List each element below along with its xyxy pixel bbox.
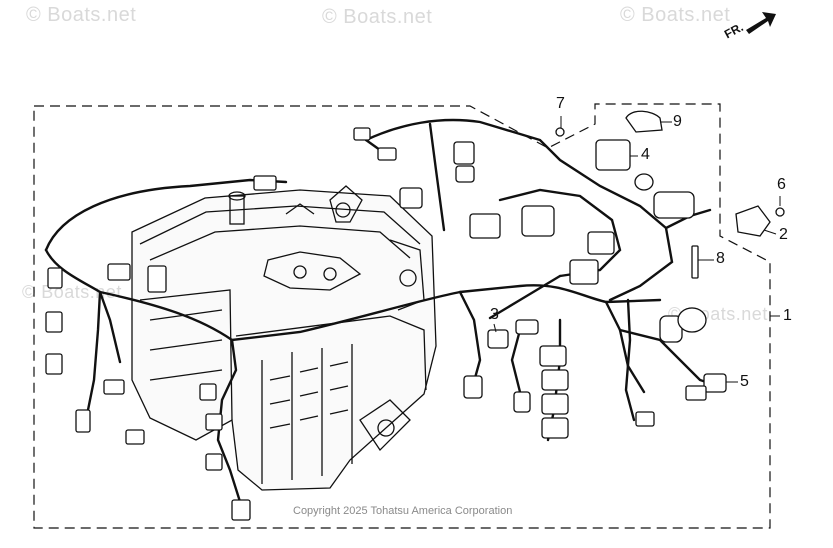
callout-7[interactable]: 7	[556, 95, 565, 112]
callout-4[interactable]: 4	[641, 146, 650, 163]
callout-5[interactable]: 5	[740, 373, 749, 390]
assembly-frame	[33, 103, 771, 529]
front-arrow-icon	[746, 12, 776, 34]
engine-block	[131, 185, 437, 491]
connectors	[45, 110, 785, 521]
watermark: © Boats.net	[620, 4, 731, 26]
callout-6[interactable]: 6	[777, 176, 786, 193]
watermark: © Boats.net	[26, 4, 137, 26]
watermark: © Boats.net	[22, 282, 122, 302]
callout-1[interactable]: 1	[783, 307, 792, 324]
leader-lines	[493, 116, 781, 383]
watermark: © Boats.net	[322, 6, 433, 28]
callout-3[interactable]: 3	[490, 306, 499, 323]
callout-2[interactable]: 2	[779, 226, 788, 243]
copyright-notice: Copyright 2025 Tohatsu America Corporati…	[293, 505, 513, 517]
callout-9[interactable]: 9	[673, 113, 682, 130]
callout-8[interactable]: 8	[716, 250, 725, 267]
